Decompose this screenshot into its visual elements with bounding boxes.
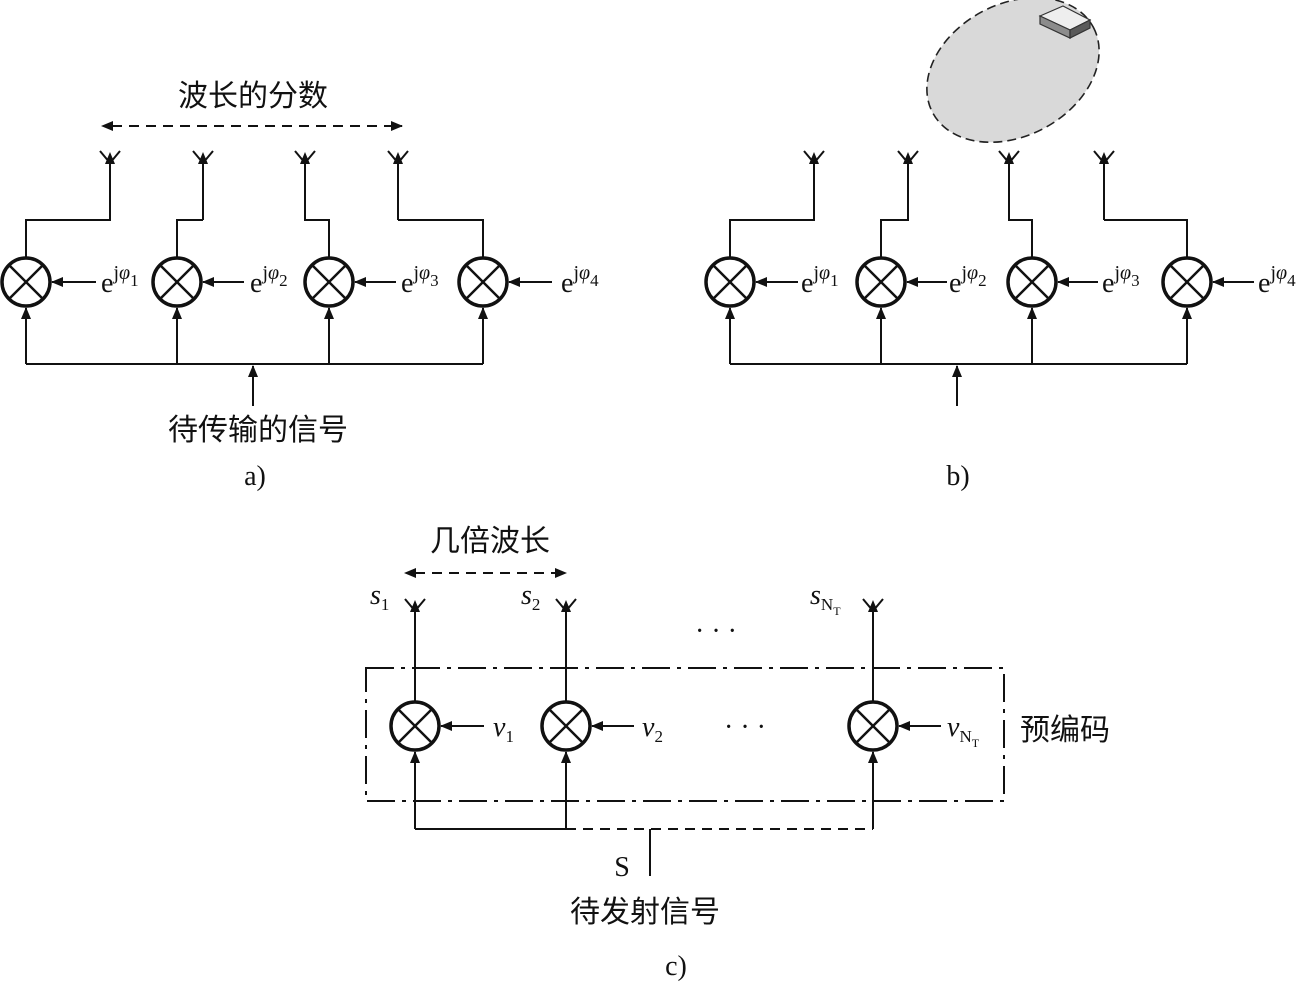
- antenna-icon: [1093, 150, 1115, 220]
- phase-shift-label: ejφ3: [1102, 262, 1140, 299]
- antenna-icon: [998, 150, 1020, 196]
- antenna-icon: [555, 598, 577, 702]
- svg-text:ejφ4: ejφ4: [1258, 262, 1296, 299]
- ellipsis-mixers: · · ·: [724, 712, 766, 743]
- mixer-icon: [457, 256, 509, 308]
- phase-shift-label: ejφ1: [801, 262, 839, 299]
- antenna-icon: [99, 150, 121, 196]
- mixer-icon: [0, 256, 52, 308]
- signal-to-send-label: 待发射信号: [570, 895, 720, 930]
- antenna-icon: [387, 150, 409, 220]
- ellipsis-antennas: · · ·: [695, 616, 737, 647]
- weight-label-vnt: vNT: [947, 712, 980, 750]
- antenna-icon: [294, 150, 316, 196]
- mixer-icon: [151, 256, 203, 308]
- signal-to-transmit-label: 待传输的信号: [168, 413, 348, 448]
- precoding-block: [365, 667, 1005, 802]
- antenna-icon: [862, 598, 884, 702]
- feed-line: [25, 196, 111, 258]
- phase-shift-label: ejφ2: [250, 262, 288, 299]
- feed-line: [398, 219, 484, 258]
- svg-text:ejφ3: ejφ3: [1102, 262, 1140, 299]
- mixer-icon: [855, 256, 907, 308]
- receiver-device-icon: [1038, 5, 1092, 39]
- output-label-s2: s2: [521, 580, 540, 614]
- phase-shift-label: ejφ3: [401, 262, 439, 299]
- panel-a: 波长的分数 ejφ1 ejφ2 ejφ3 ejφ4: [0, 79, 599, 492]
- multiple-wavelengths-label: 几倍波长: [430, 524, 550, 559]
- antenna-icon: [404, 598, 426, 702]
- fraction-wavelength-label: 波长的分数: [178, 79, 328, 114]
- output-label-snt: sNT: [810, 580, 841, 618]
- mixer-icon: [704, 256, 756, 308]
- mixer-icon: [847, 700, 899, 752]
- beam-lobe: [926, 0, 1100, 144]
- antenna-icon: [803, 150, 825, 196]
- caption-c: c): [665, 951, 687, 982]
- svg-text:ejφ3: ejφ3: [401, 262, 439, 299]
- svg-text:ejφ2: ejφ2: [949, 262, 987, 299]
- mixer-icon: [540, 700, 592, 752]
- caption-b: b): [946, 461, 969, 492]
- mixer-icon: [303, 256, 355, 308]
- antenna-icon: [897, 150, 919, 196]
- output-label-s1: s1: [370, 580, 389, 614]
- input-symbol-label: S: [614, 852, 630, 883]
- phase-shift-label: ejφ2: [949, 262, 987, 299]
- caption-a: a): [244, 461, 266, 492]
- panel-b: ejφ1 ejφ2 ejφ3 ejφ4 b): [704, 0, 1296, 492]
- panel-c: 几倍波长 s1 s2 sNT · · · 预编码 v1 v2 vNT · · ·: [365, 524, 1110, 982]
- precoding-label: 预编码: [1020, 713, 1110, 748]
- svg-text:ejφ1: ejφ1: [801, 262, 839, 299]
- mixer-icon: [1006, 256, 1058, 308]
- svg-text:ejφ1: ejφ1: [101, 262, 139, 299]
- phase-shift-label: ejφ4: [561, 262, 599, 299]
- svg-text:ejφ4: ejφ4: [561, 262, 599, 299]
- mixer-icon: [1161, 256, 1213, 308]
- mixer-icon: [389, 700, 441, 752]
- antenna-icon: [192, 150, 214, 220]
- svg-text:ejφ2: ejφ2: [250, 262, 288, 299]
- phase-shift-label: ejφ1: [101, 262, 139, 299]
- weight-label-v2: v2: [642, 712, 663, 746]
- feed-line: [176, 219, 203, 258]
- phase-shift-label: ejφ4: [1258, 262, 1296, 299]
- feed-line: [304, 196, 330, 258]
- weight-label-v1: v1: [493, 712, 514, 746]
